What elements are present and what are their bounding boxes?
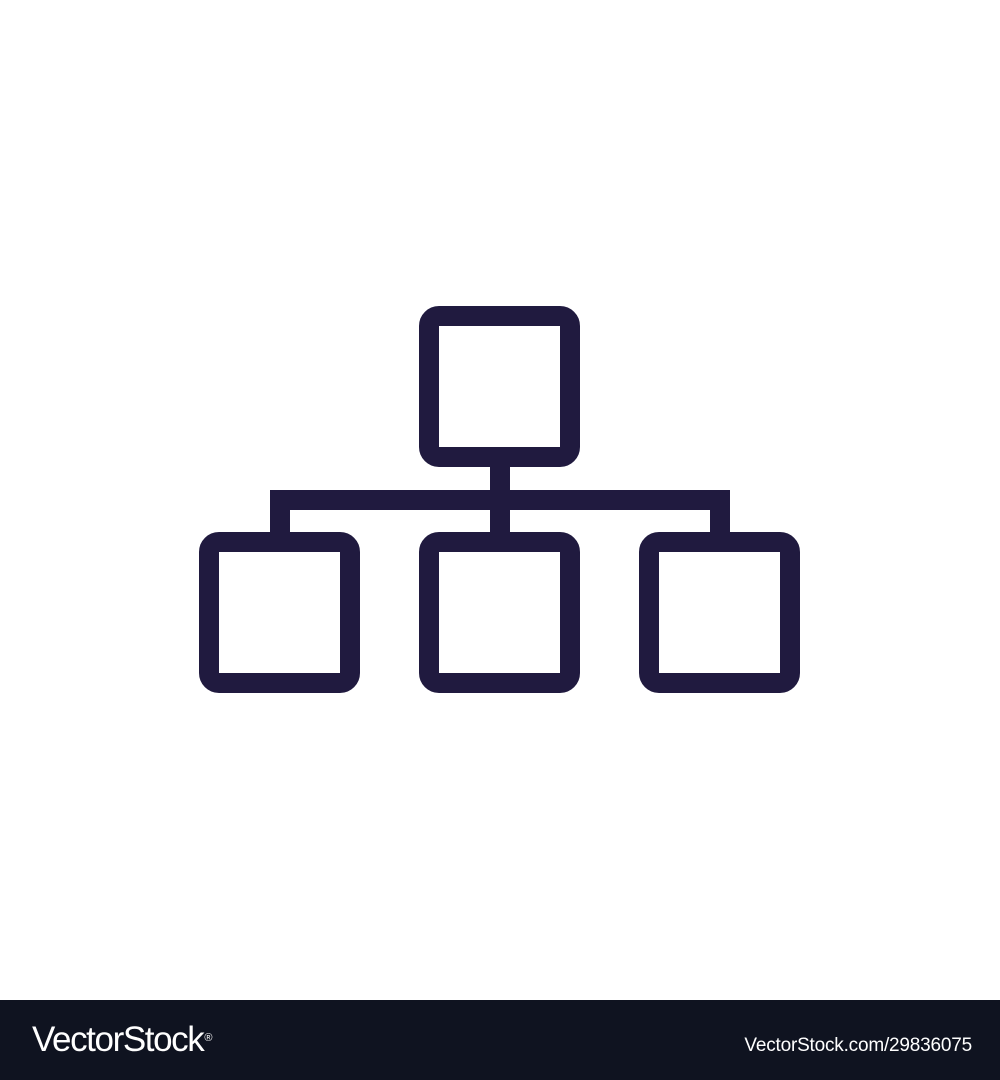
right-node-box <box>639 532 800 693</box>
registered-mark: ® <box>204 1032 212 1044</box>
watermark-footer: VectorStock® VectorStock.com/29836075 <box>0 1000 1000 1080</box>
center-node-box <box>419 532 580 693</box>
hierarchy-diagram <box>199 306 800 693</box>
logo-text: VectorStock <box>32 1020 205 1059</box>
hierarchy-icon <box>199 306 800 693</box>
left-node-box <box>199 532 360 693</box>
image-id-text: VectorStock.com/29836075 <box>744 1035 972 1056</box>
vectorstock-logo: VectorStock® <box>32 1020 212 1060</box>
top-node-box <box>419 306 580 467</box>
